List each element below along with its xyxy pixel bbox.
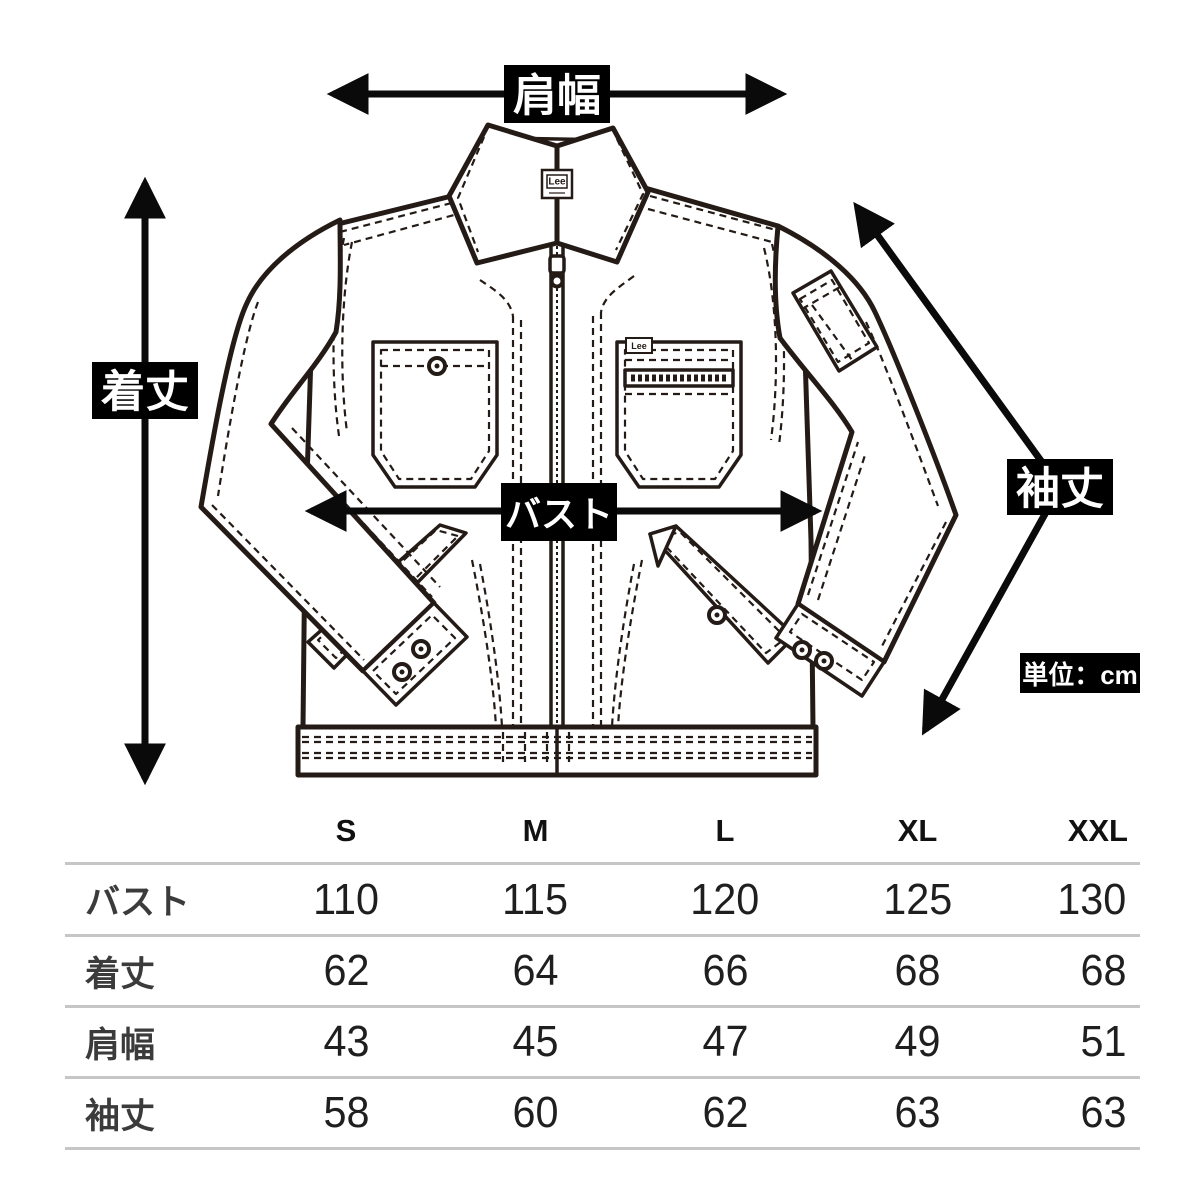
neck-brand-tag: Lee — [540, 168, 574, 200]
size-value-cell: 47 — [630, 1006, 820, 1079]
size-value-cell: 43 — [251, 1006, 441, 1079]
body-length-label-box — [92, 362, 198, 419]
pocket-zip — [623, 368, 735, 388]
size-table-header-row: S M L XL XXL — [65, 800, 1140, 865]
chest-pocket-left — [371, 340, 499, 489]
size-value-cell: 110 — [251, 863, 441, 937]
row-label: バスト — [65, 863, 251, 937]
size-table: S M L XL XXL バスト 110 115 120 125 130 着丈 … — [65, 800, 1140, 1150]
collar-flap-left — [446, 122, 560, 266]
size-value-cell: 51 — [1015, 1006, 1140, 1079]
size-value-cell: 62 — [630, 1077, 820, 1150]
svg-text:Lee: Lee — [548, 177, 566, 188]
sleeve-length-label: 袖丈 — [1016, 465, 1104, 514]
cuff-left — [361, 601, 469, 707]
row-label: 袖丈 — [65, 1077, 251, 1150]
sleeve-left — [198, 217, 469, 707]
table-row-shoulder: 肩幅 43 45 47 49 51 — [65, 1006, 1140, 1079]
waistband — [295, 724, 819, 778]
row-label: 着丈 — [65, 935, 251, 1008]
unit-label: 単位：cm — [1022, 660, 1138, 690]
header-cell-xl: XL — [820, 800, 1015, 865]
shoulder-width-label: 肩幅 — [513, 72, 601, 121]
zipper-pull-icon — [549, 273, 565, 289]
table-row-length: 着丈 62 64 66 68 68 — [65, 935, 1140, 1008]
size-value-cell: 66 — [630, 935, 820, 1008]
size-value-cell: 58 — [251, 1077, 441, 1150]
size-value-cell: 62 — [251, 935, 441, 1008]
unit-label-box — [1020, 653, 1140, 693]
size-value-cell: 130 — [1015, 863, 1140, 937]
pocket-brand-tag: Lee — [625, 337, 653, 354]
size-value-cell: 49 — [820, 1006, 1015, 1079]
header-cell-xxl: XXL — [1015, 800, 1140, 865]
size-value-cell: 60 — [441, 1077, 630, 1150]
zipper-slider — [548, 254, 566, 275]
header-cell-m: M — [441, 800, 630, 865]
measurement-labels: 肩幅 着丈 バスト 袖丈 単位：cm — [92, 65, 1140, 693]
bust-label-box — [501, 483, 617, 541]
jacket-diagram: Lee — [92, 65, 1140, 786]
table-row-bust: バスト 110 115 120 125 130 — [65, 863, 1140, 937]
table-row-sleeve: 袖丈 58 60 62 63 63 — [65, 1077, 1140, 1150]
size-value-cell: 120 — [630, 863, 820, 937]
size-value-cell: 45 — [441, 1006, 630, 1079]
size-value-cell: 63 — [820, 1077, 1015, 1150]
header-cell-s: S — [251, 800, 441, 865]
size-value-cell: 68 — [820, 935, 1015, 1008]
svg-text:Lee: Lee — [631, 341, 647, 351]
header-cell-l: L — [630, 800, 820, 865]
body-length-label: 着丈 — [101, 368, 189, 417]
size-value-cell: 64 — [441, 935, 630, 1008]
size-value-cell: 115 — [441, 863, 630, 937]
size-value-cell: 125 — [820, 863, 1015, 937]
shoulder-width-label-box — [504, 65, 610, 123]
size-value-cell: 63 — [1015, 1077, 1140, 1150]
row-label: 肩幅 — [65, 1006, 251, 1079]
collar: Lee — [446, 122, 651, 266]
corner-cell — [65, 800, 251, 865]
sleeve-length-label-box — [1007, 459, 1113, 515]
chest-pocket-right: Lee — [615, 337, 743, 489]
bust-label: バスト — [505, 494, 613, 535]
size-value-cell: 68 — [1015, 935, 1140, 1008]
